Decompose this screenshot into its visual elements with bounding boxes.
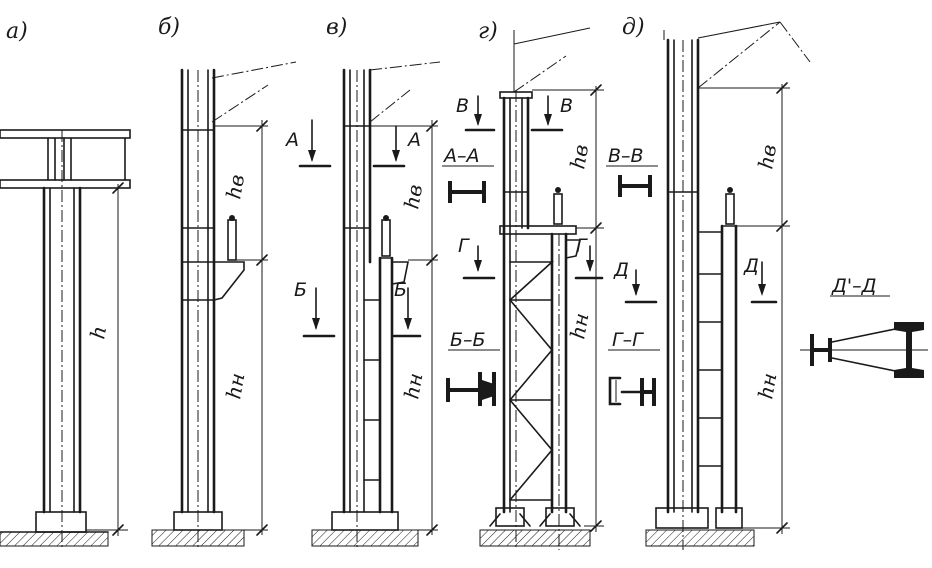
section-mark-v-left: В (456, 95, 469, 117)
section-title-g-g: Г–Г (612, 329, 644, 351)
section-mark-a-right: А (406, 129, 421, 151)
dim-h: h (85, 324, 111, 341)
dim-hn-g: hн (565, 311, 593, 341)
section-d-d-tapered-icon (800, 322, 928, 378)
dim-hv-g: hв (565, 143, 593, 171)
section-views: А–А Б–Б В–В Г–Г (442, 145, 928, 406)
section-title-b-b: Б–Б (450, 329, 486, 351)
column-variant-g: г) (456, 19, 604, 550)
dim-hv-v: hв (399, 183, 427, 211)
section-mark-v-right: В (560, 95, 573, 117)
section-a-a-i-beam-icon (448, 181, 486, 203)
dim-hv-d: hв (753, 143, 781, 171)
dim-hn-b: hн (221, 371, 249, 401)
dim-hn-v: hн (399, 371, 427, 401)
section-mark-d-right: Д (743, 255, 759, 277)
column-variant-v: в) hв hн А (284, 15, 441, 550)
section-b-b-icon (446, 372, 496, 406)
section-mark-b-left: Б (294, 279, 307, 301)
section-title-v-v: В–В (608, 145, 644, 167)
section-title-a-a: А–А (442, 145, 480, 167)
column-variant-a: а) h (0, 19, 131, 550)
variant-label-d: д) (622, 15, 645, 40)
variant-label-g: г) (478, 19, 498, 44)
column-variant-b: б) hв hн (151, 15, 297, 550)
section-title-d-d: Д'–Д (831, 275, 876, 297)
section-v-v-i-beam-icon (618, 175, 652, 197)
dim-hn-d: hн (753, 371, 781, 401)
section-g-g-channels-icon (608, 376, 656, 406)
section-mark-g-left: Г (458, 235, 470, 257)
section-mark-g-right: Г (576, 235, 588, 257)
section-mark-a-left: А (284, 129, 299, 151)
column-variant-d: д) hв hн (613, 15, 811, 550)
variant-label-a: а) (6, 19, 28, 44)
dim-hv-b: hв (221, 173, 249, 201)
variant-label-v: в) (326, 15, 347, 40)
variant-label-b: б) (158, 15, 180, 40)
section-mark-b-right: Б (394, 279, 407, 301)
section-mark-d-left: Д (613, 259, 629, 281)
